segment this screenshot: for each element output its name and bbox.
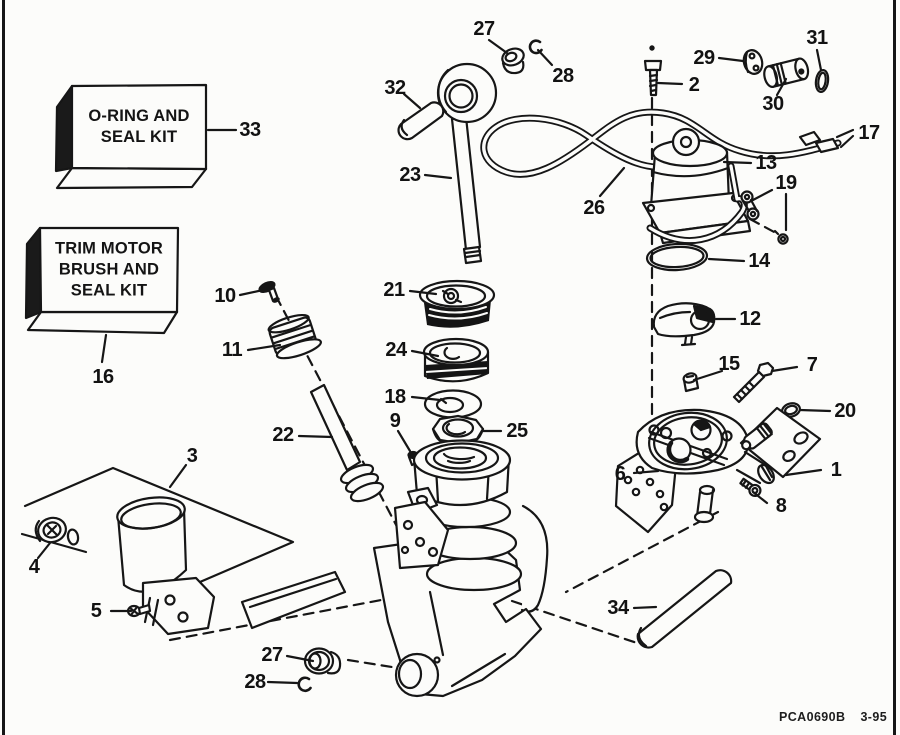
callout-31: 31 [806, 27, 828, 49]
long-bolt [732, 361, 775, 404]
plate-code: PCA0690B 3-95 [779, 710, 887, 724]
callout-3: 3 [186, 445, 198, 467]
callout-15: 15 [718, 353, 740, 375]
callout-14: 14 [748, 250, 770, 272]
callout-1: 1 [830, 459, 842, 481]
callout-30: 30 [762, 93, 784, 115]
callout-5: 5 [90, 600, 102, 622]
callout-25: 25 [506, 420, 528, 442]
callout-16: 16 [92, 366, 114, 388]
cylinder-end-cap [418, 279, 496, 328]
electric-motor [641, 127, 752, 245]
mount-bushing [34, 516, 80, 546]
callout-17: 17 [858, 122, 880, 144]
callout-27-upper: 27 [473, 18, 495, 40]
manifold-screw [739, 477, 762, 498]
callout-13: 13 [755, 152, 777, 174]
callout-9: 9 [389, 410, 401, 432]
callout-26: 26 [583, 197, 605, 219]
callout-2: 2 [688, 74, 700, 96]
snap-ring-lower [297, 676, 312, 693]
wire-harness [480, 108, 842, 178]
tilt-pin [636, 569, 733, 649]
filter-cam [652, 302, 716, 347]
callout-10: 10 [214, 285, 236, 307]
callout-8: 8 [775, 495, 787, 517]
plate-code-number: PCA0690B [779, 710, 846, 724]
callout-34: 34 [607, 597, 629, 619]
callout-24: 24 [385, 339, 407, 361]
brush-cap [763, 57, 810, 88]
leader-lines [36, 38, 855, 685]
manifold-plug [682, 372, 700, 393]
kit-box-trim-motor-label: TRIM MOTOR BRUSH AND SEAL KIT [54, 239, 164, 300]
callout-20: 20 [834, 400, 856, 422]
callout-29: 29 [693, 47, 715, 69]
lower-bushing [303, 647, 342, 675]
callout-11: 11 [221, 339, 243, 361]
release-valve [258, 280, 280, 303]
callout-33: 33 [239, 119, 261, 141]
large-oring [645, 242, 709, 272]
callout-4: 4 [28, 556, 40, 578]
callout-6: 6 [614, 463, 626, 485]
motor-bolt [643, 45, 663, 97]
small-oring-31 [814, 68, 830, 94]
callout-27-lower: 27 [261, 644, 283, 666]
trim-rod [436, 62, 498, 265]
lock-nut [431, 414, 485, 445]
wire-connectors [798, 130, 840, 154]
callout-32: 32 [384, 77, 406, 99]
callout-19: 19 [775, 172, 797, 194]
callout-28-lower: 28 [244, 671, 266, 693]
pump-manifold [614, 408, 775, 534]
kit-box-trim-motor-brush [24, 226, 180, 335]
callout-21: 21 [383, 279, 405, 301]
piston-head [422, 337, 490, 383]
pivot-pin-short [397, 101, 445, 141]
callout-12: 12 [739, 308, 761, 330]
brush [742, 49, 764, 75]
washer [423, 389, 483, 419]
callout-22: 22 [272, 424, 294, 446]
fill-cap [267, 313, 322, 360]
callout-18: 18 [384, 386, 406, 408]
plate-code-date: 3-95 [860, 710, 888, 724]
cylinder-body [240, 439, 549, 698]
motor-link [740, 190, 760, 221]
callout-23: 23 [399, 164, 421, 186]
callout-7: 7 [806, 354, 818, 376]
valve-plate [739, 406, 822, 479]
kit-box-oring-label: O-RING AND SEAL KIT [88, 106, 190, 146]
link-screw [773, 229, 789, 245]
reservoir-tube [309, 383, 385, 503]
kit-box-oring-seal [54, 83, 208, 190]
callout-28-upper: 28 [552, 65, 574, 87]
reservoir-canister [116, 496, 216, 636]
mount-outline-lines [20, 466, 295, 590]
